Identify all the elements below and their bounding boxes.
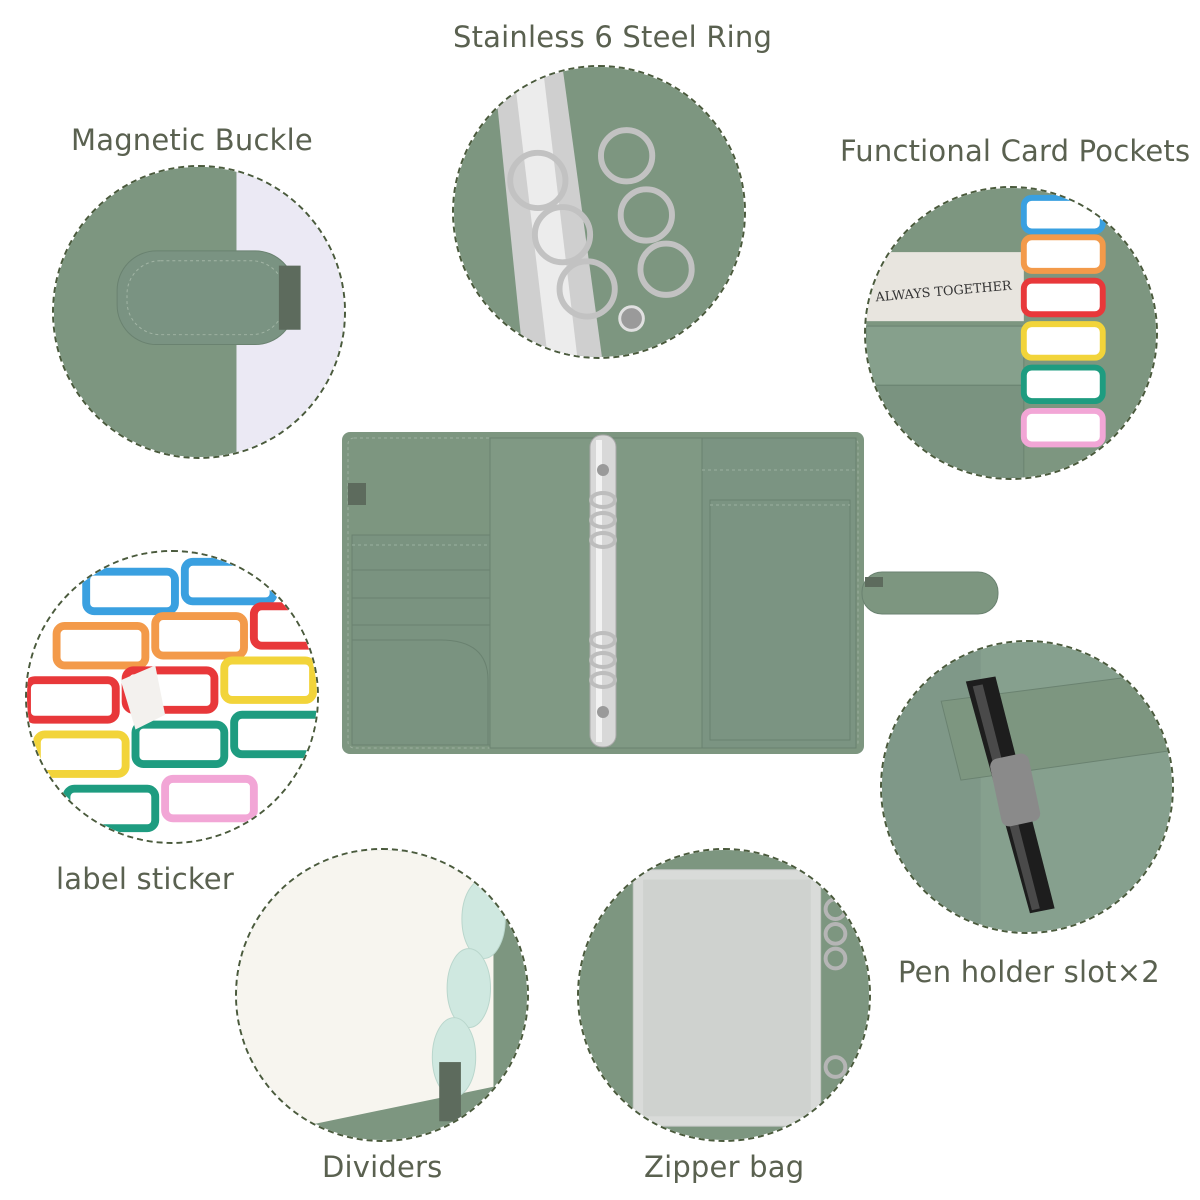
detail-magnetic-buckle — [52, 165, 346, 459]
label-card-pockets: Functional Card Pockets — [840, 134, 1191, 168]
detail-card-pockets: ALWAYS TOGETHER — [864, 186, 1158, 480]
label-zipper-bag: Zipper bag — [644, 1150, 805, 1184]
label-magnetic-buckle: Magnetic Buckle — [71, 123, 313, 157]
label-steel-ring: Stainless 6 Steel Ring — [453, 20, 773, 54]
detail-zipper-bag — [577, 848, 871, 1142]
detail-steel-ring — [452, 65, 746, 359]
label-pen-holder: Pen holder slot×2 — [898, 955, 1160, 989]
detail-dividers — [235, 848, 529, 1142]
label-dividers: Dividers — [322, 1150, 443, 1184]
detail-label-sticker — [25, 550, 319, 844]
detail-pen-holder — [880, 640, 1174, 934]
label-sticker: label sticker — [56, 862, 234, 896]
